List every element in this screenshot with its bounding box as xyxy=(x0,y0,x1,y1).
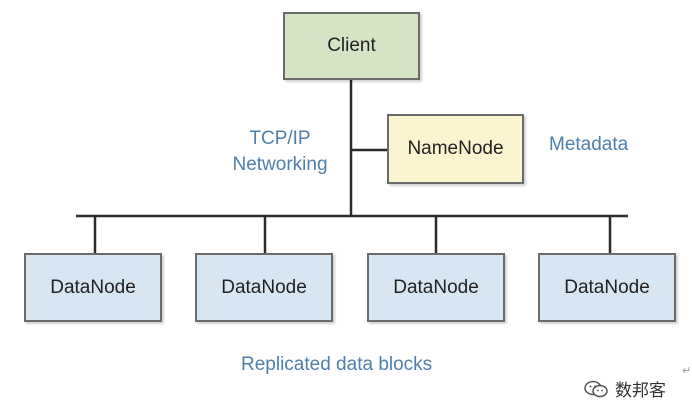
wechat-icon xyxy=(584,380,608,397)
return-symbol: ↵ xyxy=(682,365,692,377)
namenode-node: NameNode xyxy=(387,114,524,184)
datanode-1-label: DataNode xyxy=(50,276,136,298)
datanode-1: DataNode xyxy=(24,253,162,322)
datanode-3: DataNode xyxy=(367,253,505,322)
tcp-ip-text: TCP/IP xyxy=(249,128,311,149)
namenode-label: NameNode xyxy=(407,138,504,159)
datanode-2: DataNode xyxy=(195,253,333,322)
networking-text: Networking xyxy=(232,154,328,175)
replicated-data-blocks-label: Replicated data blocks xyxy=(241,354,433,375)
datanode-3-label: DataNode xyxy=(393,276,479,298)
metadata-label: Metadata xyxy=(549,134,629,155)
datanode-4: DataNode xyxy=(538,253,676,322)
watermark: 数邦客 xyxy=(583,376,666,401)
client-node: Client xyxy=(283,12,420,80)
tcp-ip-networking-label: TCP/IP Networking xyxy=(220,126,340,178)
client-label: Client xyxy=(327,35,376,56)
watermark-text: 数邦客 xyxy=(615,381,666,400)
datanode-2-label: DataNode xyxy=(221,276,307,298)
datanode-4-label: DataNode xyxy=(564,276,650,298)
